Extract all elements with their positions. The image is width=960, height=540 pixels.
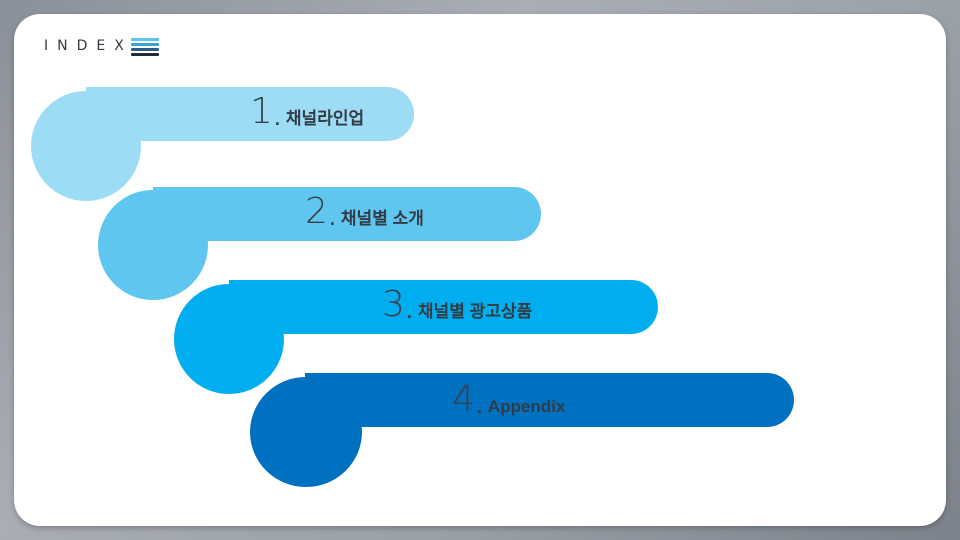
item-4-bar: [297, 373, 794, 427]
item-4-label: 4 . Appendix: [452, 382, 565, 418]
item-1-number: 1: [250, 91, 273, 132]
menu-lines-icon: [130, 37, 159, 56]
item-2-text: 채널별 소개: [340, 209, 424, 228]
index-header: INDEX: [44, 34, 159, 58]
item-2-label: 2 . 채널별 소개: [305, 194, 424, 230]
item-1-bar: [78, 87, 414, 141]
item-3-label: 3 . 채널별 광고상품: [382, 287, 532, 323]
item-3-text: 채널별 광고상품: [417, 302, 533, 321]
index-title: INDEX: [44, 38, 133, 54]
item-3-separator: .: [406, 302, 412, 322]
item-4-text: Appendix: [487, 397, 566, 416]
slide-card: INDEX 1 . 채널라인업 2 . 채널별 소개 3 .: [14, 14, 946, 526]
item-3-number: 3: [382, 284, 405, 325]
item-2-bar: [145, 187, 541, 241]
item-1-text: 채널라인업: [285, 109, 365, 128]
item-3-bar: [221, 280, 658, 334]
item-1-separator: .: [274, 109, 280, 129]
item-2-separator: .: [329, 209, 335, 229]
item-1-label: 1 . 채널라인업: [250, 94, 364, 130]
item-4-separator: .: [476, 397, 482, 417]
item-4-number: 4: [452, 379, 475, 420]
item-2-number: 2: [305, 191, 328, 232]
